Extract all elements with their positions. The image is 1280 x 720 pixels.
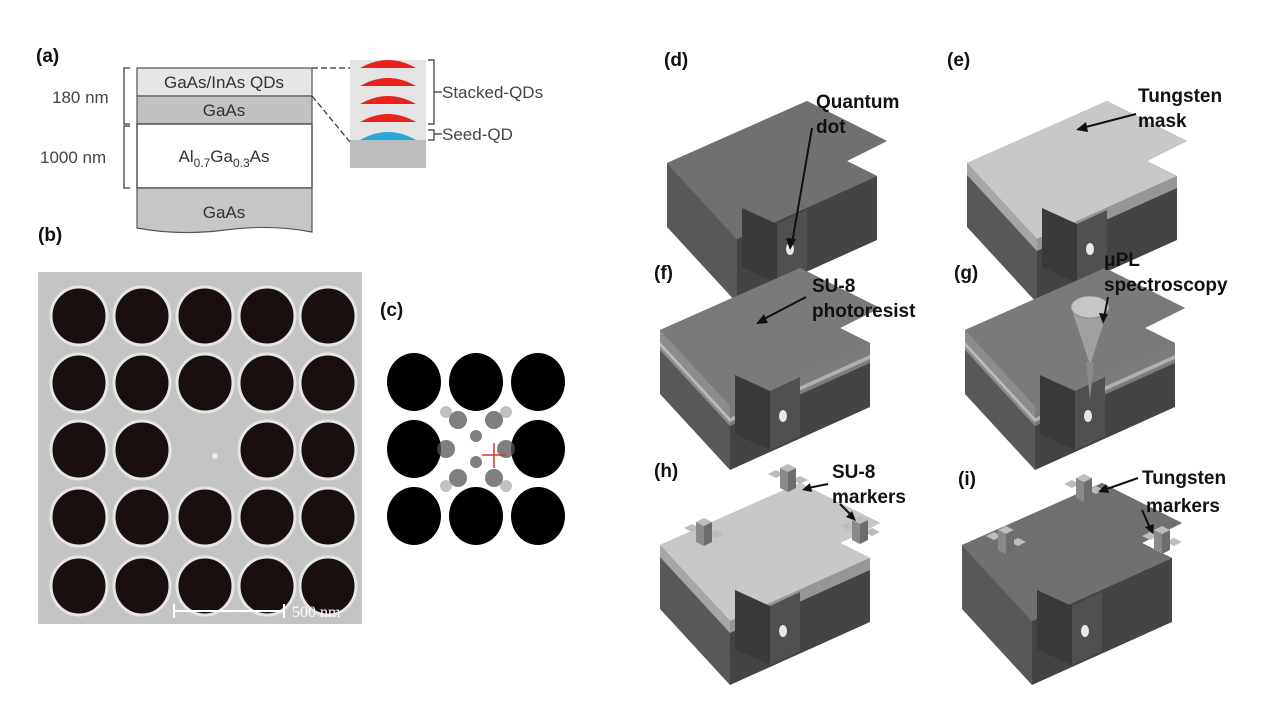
step-i-block (961, 482, 1183, 686)
step-g-block (964, 267, 1186, 471)
layer-stack-diagram: GaAs/InAs QDs GaAs Al0.7Ga0.3As GaAs 180… (40, 59, 543, 234)
panel-label-h: (h) (654, 461, 678, 482)
step-f-block (659, 267, 881, 471)
air-hole (112, 352, 172, 414)
upl-spectroscopy-label-1: μPL (1104, 250, 1140, 271)
scale-bar-label: 500 nm (292, 604, 341, 621)
panel-label-c: (c) (380, 300, 403, 321)
layer-algaas-label: Al0.7Ga0.3As (178, 147, 269, 170)
quantum-dot-label-2: dot (816, 117, 846, 138)
thickness-180-label: 180 nm (52, 88, 109, 107)
tungsten-markers-label-2: markers (1146, 496, 1220, 517)
air-hole (298, 486, 358, 548)
panel-label-b: (b) (38, 225, 62, 246)
air-hole (175, 486, 235, 548)
quantum-dot-label-1: Quantum (816, 92, 899, 113)
air-hole (237, 285, 297, 347)
cavity-mode-diagram (387, 353, 565, 545)
air-hole (237, 352, 297, 414)
layer-substrate-label: GaAs (203, 203, 246, 222)
panel-label-i: (i) (958, 469, 976, 490)
stacked-qd-2 (360, 78, 416, 86)
su8-photoresist-label-1: SU-8 (812, 276, 855, 297)
sem-image: 500 nm (38, 272, 362, 624)
mode-field-pattern (437, 411, 515, 487)
air-hole (112, 486, 172, 548)
air-hole (175, 285, 235, 347)
step-h-block (659, 482, 881, 686)
stacked-qds-label: Stacked-QDs (442, 83, 543, 102)
tungsten-mask-label-1: Tungsten (1138, 86, 1222, 107)
air-hole (298, 555, 358, 617)
su8-photoresist-label-2: photoresist (812, 301, 916, 322)
air-hole (298, 419, 358, 481)
upl-spectroscopy-label-2: spectroscopy (1104, 275, 1228, 296)
air-hole (237, 486, 297, 548)
step-d-block (666, 100, 888, 304)
layer-gaas-cap-label: GaAs (203, 101, 246, 120)
seed-qd-label: Seed-QD (442, 125, 513, 144)
tungsten-mask-label-2: mask (1138, 111, 1187, 132)
tungsten-markers-label-1: Tungsten (1142, 468, 1226, 489)
air-hole (49, 486, 109, 548)
air-hole (49, 555, 109, 617)
su8-markers-label-1: SU-8 (832, 462, 875, 483)
step-e-block (966, 100, 1188, 304)
layer-qds-label: GaAs/InAs QDs (164, 73, 284, 92)
stacked-qd-4 (360, 114, 416, 122)
stacked-qd-1 (360, 60, 416, 68)
air-hole (49, 352, 109, 414)
panel-label-a: (a) (36, 46, 59, 67)
laser-cone (1070, 295, 1110, 400)
panel-label-d: (d) (664, 50, 688, 71)
air-hole (298, 285, 358, 347)
air-hole (49, 285, 109, 347)
air-hole (298, 352, 358, 414)
air-hole (112, 555, 172, 617)
panel-label-g: (g) (954, 263, 978, 284)
air-hole (237, 555, 297, 617)
air-hole (112, 285, 172, 347)
su8-markers-label-2: markers (832, 487, 906, 508)
panel-label-f: (f) (654, 263, 673, 284)
air-hole (237, 419, 297, 481)
thickness-1000-label: 1000 nm (40, 148, 106, 167)
stacked-qd-3 (360, 96, 416, 104)
air-hole (112, 419, 172, 481)
air-hole (49, 419, 109, 481)
panel-label-e: (e) (947, 50, 970, 71)
seed-qd (360, 132, 416, 140)
air-hole-array (49, 285, 358, 617)
air-hole (175, 555, 235, 617)
air-hole (175, 352, 235, 414)
